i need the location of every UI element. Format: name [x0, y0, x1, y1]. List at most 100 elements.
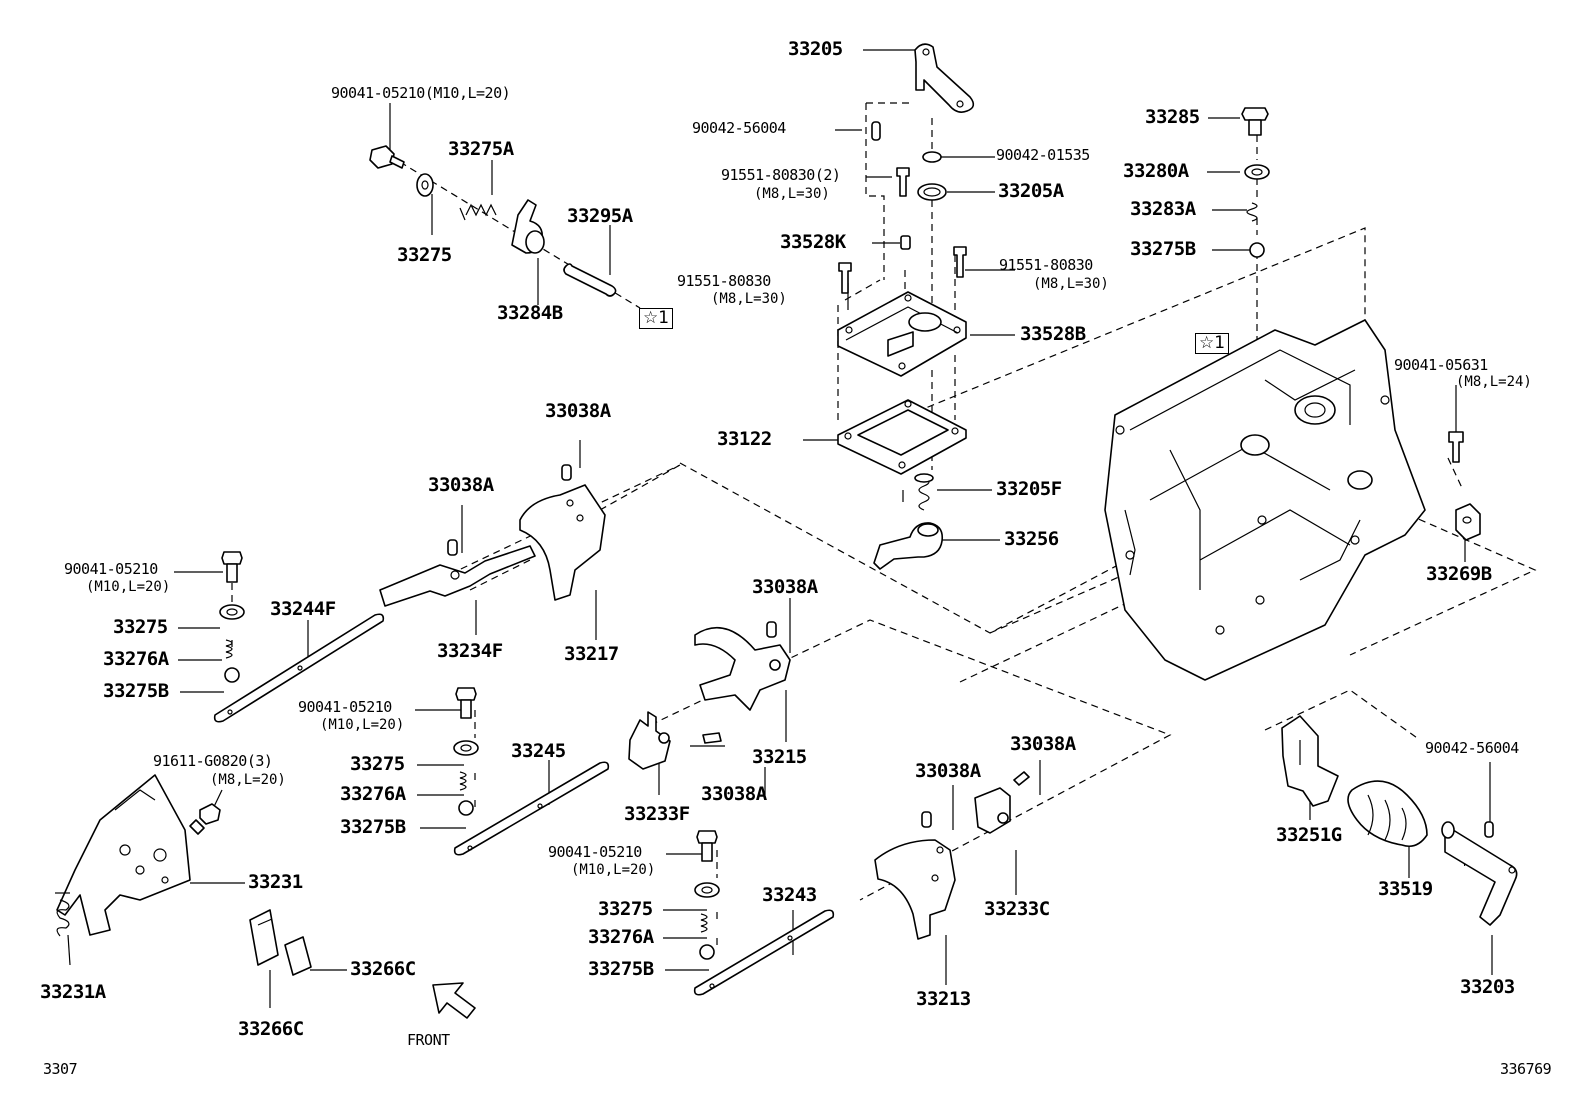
part-33203-lever: [1441, 821, 1518, 926]
part-33528B-cover: [837, 291, 967, 377]
reference-star-1-right: ☆1: [1195, 333, 1230, 354]
label-90042-56004-right: 90042-56004: [1425, 739, 1519, 757]
label-90042-56004-top: 90042-56004: [692, 119, 786, 137]
label-91611-G0820-spec: (M8,L=20): [210, 772, 286, 788]
label-front: FRONT: [407, 1031, 450, 1049]
part-33205F-spring: [902, 473, 934, 511]
label-91551-80830-right: 91551-80830: [999, 256, 1093, 274]
part-33295A-pin: [563, 263, 617, 297]
label-33280A: 33280A: [1123, 160, 1189, 182]
label-33233F: 33233F: [624, 803, 690, 825]
label-33244F: 33244F: [270, 598, 336, 620]
label-33038A-4: 33038A: [701, 783, 767, 805]
label-33528B: 33528B: [1020, 323, 1086, 345]
pin-33038A-2: [447, 539, 458, 556]
leader-lines: [67, 49, 1493, 1008]
label-90041-05210-a-spec: (M10,L=20): [86, 579, 171, 595]
part-33275-washer-top: [416, 173, 434, 197]
part-33243-shaft: [693, 909, 835, 996]
part-90041-05210-bolt-top: [369, 145, 405, 169]
label-33245: 33245: [511, 740, 566, 762]
label-33284B: 33284B: [497, 302, 563, 324]
label-33122: 33122: [717, 428, 772, 450]
label-90041-05631-spec: (M8,L=24): [1456, 374, 1532, 390]
label-90041-05210-b-spec: (M10,L=20): [320, 717, 405, 733]
label-33038A-2: 33038A: [428, 474, 494, 496]
label-90041-05210-a: 90041-05210: [64, 560, 158, 578]
pin-33038A-5: [921, 811, 932, 828]
label-90042-01535: 90042-01535: [996, 146, 1090, 164]
part-33275A-spring: [459, 203, 497, 221]
label-33276A-c: 33276A: [588, 926, 654, 948]
label-33203: 33203: [1460, 976, 1515, 998]
part-33231A-spring: [55, 892, 70, 937]
label-33234F: 33234F: [437, 640, 503, 662]
label-33231A: 33231A: [40, 981, 106, 1003]
label-33215: 33215: [752, 746, 807, 768]
diagram-code-right: 336769: [1500, 1060, 1552, 1078]
label-33243: 33243: [762, 884, 817, 906]
part-33233C-block: [974, 787, 1011, 834]
label-33205: 33205: [788, 38, 843, 60]
label-33519: 33519: [1378, 878, 1433, 900]
label-33038A-5: 33038A: [915, 760, 981, 782]
label-33213: 33213: [916, 988, 971, 1010]
label-33283A: 33283A: [1130, 198, 1196, 220]
part-33122-gasket: [837, 399, 967, 475]
label-33231: 33231: [248, 871, 303, 893]
label-33205A: 33205A: [998, 180, 1064, 202]
part-90041-05210-bolt-c: [696, 830, 718, 862]
label-33038A-1: 33038A: [545, 400, 611, 422]
label-33275B-top: 33275B: [1130, 238, 1196, 260]
part-33205-shift-lever: [914, 43, 975, 113]
label-33528K: 33528K: [780, 231, 846, 253]
label-33276A-b: 33276A: [340, 783, 406, 805]
label-90041-05210-c-spec: (M10,L=20): [571, 862, 656, 878]
label-33038A-6: 33038A: [1010, 733, 1076, 755]
pin-33038A-6: [1013, 771, 1030, 786]
label-33275-c: 33275: [598, 898, 653, 920]
washer-stack-a: [219, 604, 245, 683]
label-33275A: 33275A: [448, 138, 514, 160]
part-91611-G0820-bolt: [189, 803, 221, 835]
label-33275-a: 33275: [113, 616, 168, 638]
part-90041-05210-bolt-b: [455, 687, 477, 719]
label-33275B-a: 33275B: [103, 680, 169, 702]
label-91611-G0820: 91611-G0820(3): [153, 752, 273, 770]
washer-stack-c: [694, 882, 720, 960]
part-33256-lever: [873, 522, 944, 570]
label-33266C-right: 33266C: [350, 958, 416, 980]
part-33231-plate: [56, 774, 191, 936]
label-90041-05631: 90041-05631: [1394, 356, 1488, 374]
label-91551-80830-2: 91551-80830(2): [721, 166, 841, 184]
part-33266C-clip: [249, 909, 312, 976]
label-33251G: 33251G: [1276, 824, 1342, 846]
diagram-code-left: 3307: [43, 1060, 78, 1078]
label-91551-80830-right-spec: (M8,L=30): [1033, 276, 1109, 292]
pin-33038A-4: [702, 732, 722, 744]
part-90041-05210-bolt-a: [221, 551, 243, 583]
label-90041-05210-b: 90041-05210: [298, 698, 392, 716]
label-33275B-c: 33275B: [588, 958, 654, 980]
label-33295A: 33295A: [567, 205, 633, 227]
label-33038A-3: 33038A: [752, 576, 818, 598]
label-33256: 33256: [1004, 528, 1059, 550]
part-33213-fork: [874, 839, 956, 940]
part-33519-boot: [1347, 780, 1428, 848]
part-33215-fork: [694, 621, 791, 711]
label-33233C: 33233C: [984, 898, 1050, 920]
part-33244F-shaft: [213, 613, 385, 723]
part-33251G-bracket: [1281, 715, 1339, 807]
label-33285: 33285: [1145, 106, 1200, 128]
part-33234F-fork-head: [379, 545, 536, 607]
label-33275B-b: 33275B: [340, 816, 406, 838]
label-33266C-bottom: 33266C: [238, 1018, 304, 1040]
part-33284B-lever: [511, 199, 545, 254]
label-33269B: 33269B: [1426, 563, 1492, 585]
label-90041-05210-top: 90041-05210(M10,L=20): [331, 84, 511, 102]
label-33205F: 33205F: [996, 478, 1062, 500]
part-90041-05631-bolt: [1448, 431, 1464, 463]
label-91551-80830-left: 91551-80830: [677, 272, 771, 290]
label-33276A-a: 33276A: [103, 648, 169, 670]
